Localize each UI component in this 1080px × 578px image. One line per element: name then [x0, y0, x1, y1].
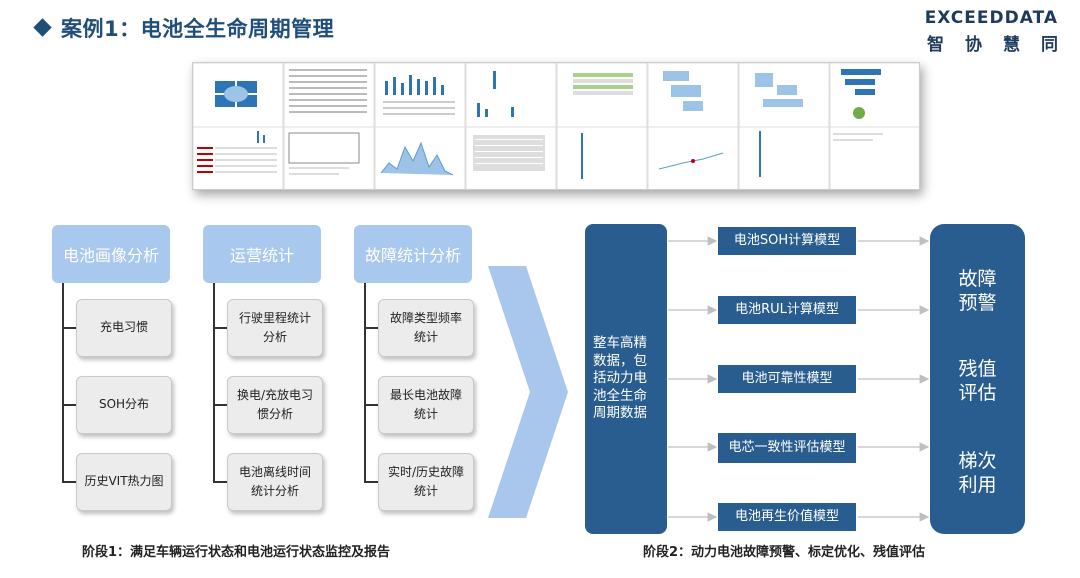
chevron-right-icon	[488, 266, 568, 518]
stage1-item-vit-heatmap: 历史VIT热力图	[76, 453, 172, 511]
report-thumbnail-strip	[192, 62, 920, 190]
stage2-caption: 阶段2：动力电池故障预警、标定优化、残值评估	[643, 545, 926, 560]
result-cascade-use: 梯次利用	[958, 450, 997, 496]
tree-connector	[213, 327, 229, 329]
tree-connector	[364, 404, 380, 406]
stage2-data-source-text: 整车高精数据，包括动力电池全生命周期数据	[593, 335, 647, 422]
tree-connector	[364, 481, 380, 483]
stage1-item-mileage-stats: 行驶里程统计分析	[227, 299, 323, 357]
stage1-item-realtime-history-fault: 实时/历史故障统计	[378, 453, 474, 511]
stage1-item-soh-distribution: SOH分布	[76, 376, 172, 434]
page-title-text: 案例1：电池全生命周期管理	[61, 17, 335, 41]
model-cell-consistency: 电芯一致性评估模型	[718, 433, 856, 463]
stage1-column-heading-faults: 故障统计分析	[354, 225, 472, 283]
brand-logo: EXCEEDDATA 智协慧同	[925, 8, 1058, 55]
stage1-column-heading-portrait: 电池画像分析	[52, 225, 170, 283]
page-title: 案例1：电池全生命周期管理	[33, 13, 335, 43]
diamond-bullet-icon	[33, 18, 52, 37]
model-rul: 电池RUL计算模型	[718, 296, 856, 324]
model-soh: 电池SOH计算模型	[718, 227, 856, 255]
stage1-item-swap-charge-habit: 换电/充放电习惯分析	[227, 376, 323, 434]
stage1-item-longest-fault: 最长电池故障统计	[378, 376, 474, 434]
model-reliability: 电池可靠性模型	[718, 365, 856, 393]
tree-connector	[213, 481, 229, 483]
result-residual-value: 残值评估	[958, 358, 997, 404]
tree-connector	[364, 283, 366, 483]
tree-connector	[213, 283, 215, 483]
stage1-item-charging-habit: 充电习惯	[76, 299, 172, 357]
stage1-caption: 阶段1：满足车辆运行状态和电池运行状态监控及报告	[82, 545, 391, 560]
report-thumbnails-icon	[193, 63, 919, 189]
tree-connector	[62, 327, 78, 329]
stage1-column-heading-operations: 运营统计	[203, 225, 321, 283]
stage2-data-source: 整车高精数据，包括动力电池全生命周期数据	[585, 224, 667, 534]
brand-chinese-name: 智协慧同	[927, 35, 1079, 55]
tree-connector	[62, 404, 78, 406]
brand-name: EXCEEDDATA	[924, 8, 1058, 28]
stage1-item-offline-time: 电池离线时间统计分析	[227, 453, 323, 511]
tree-connector	[364, 327, 380, 329]
stage2-results-panel	[930, 224, 1025, 534]
tree-connector	[62, 481, 78, 483]
tree-connector	[62, 283, 64, 483]
tree-connector	[213, 404, 229, 406]
result-fault-warning: 故障预警	[958, 268, 997, 314]
stage1-item-fault-frequency: 故障类型频率统计	[378, 299, 474, 357]
model-regeneration-value: 电池再生价值模型	[718, 503, 856, 531]
